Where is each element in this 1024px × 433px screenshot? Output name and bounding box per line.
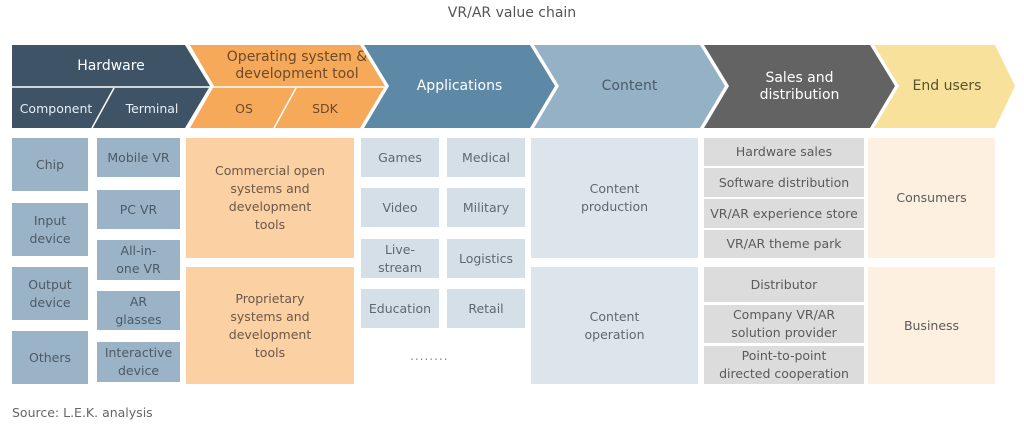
hardware-component-label: Component — [19, 100, 93, 116]
os-tool-item: Proprietary systems and development tool… — [186, 267, 354, 384]
sales-consumer-item: VR/AR experience store — [704, 199, 864, 228]
end-user-item: Consumers — [868, 138, 995, 258]
sales-business-item: Point-to-point directed cooperation — [704, 346, 864, 384]
stage-content-chevron — [534, 45, 725, 128]
hardware-component-item: Output device — [12, 267, 88, 320]
application-item: Medical — [447, 138, 525, 177]
stage-end-users-label: End users — [912, 78, 982, 94]
content-item: Content operation — [531, 267, 698, 384]
value-chain-header — [12, 45, 1015, 129]
application-item: Retail — [447, 289, 525, 328]
hardware-terminal-item: AR glasses — [97, 291, 180, 330]
os-label: OS — [235, 100, 253, 116]
application-item: Live-stream — [361, 239, 439, 278]
stage-hardware-label: Hardware — [77, 57, 145, 74]
hardware-slash — [91, 87, 115, 129]
hardware-terminal-item: PC VR — [97, 190, 180, 229]
stage-os-tool-label: Operating system & development tool — [226, 49, 368, 82]
content-item: Content production — [531, 138, 698, 258]
sales-business-item: Distributor — [704, 267, 864, 302]
sales-consumer-item: Hardware sales — [704, 138, 864, 166]
end-user-item: Business — [868, 267, 995, 384]
sdk-label: SDK — [312, 100, 338, 116]
application-item: Military — [447, 188, 525, 227]
stage-applications-label: Applications — [416, 78, 503, 94]
hardware-component-item: Chip — [12, 138, 88, 191]
application-item: Logistics — [447, 239, 525, 278]
hardware-terminal-item: All-in-one VR — [97, 240, 180, 280]
application-item: Video — [361, 188, 439, 227]
hardware-component-item: Input device — [12, 203, 88, 256]
sales-consumer-item: VR/AR theme park — [704, 230, 864, 258]
stage-content-label: Content — [601, 78, 658, 94]
applications-more-ellipsis: ........ — [410, 349, 449, 363]
hardware-terminal-item: Mobile VR — [97, 138, 180, 177]
stage-applications-chevron — [364, 45, 555, 128]
source-note: Source: L.E.K. analysis — [12, 405, 153, 420]
diagram-title: VR/AR value chain — [447, 5, 577, 21]
sales-consumer-item: Software distribution — [704, 168, 864, 197]
stage-end-users-chevron — [874, 45, 1015, 128]
application-item: Education — [361, 289, 439, 328]
stage-sales-chevron — [704, 45, 895, 128]
application-item: Games — [361, 138, 439, 177]
os-tool-item: Commercial open systems and development … — [186, 138, 354, 258]
sales-business-item: Company VR/AR solution provider — [704, 305, 864, 343]
os-slash — [273, 87, 297, 129]
stage-sales-label: Sales and distribution — [759, 69, 840, 103]
hardware-terminal-item: Interactive device — [97, 342, 180, 382]
hardware-component-item: Others — [12, 331, 88, 384]
hardware-terminal-label: Terminal — [125, 100, 179, 116]
